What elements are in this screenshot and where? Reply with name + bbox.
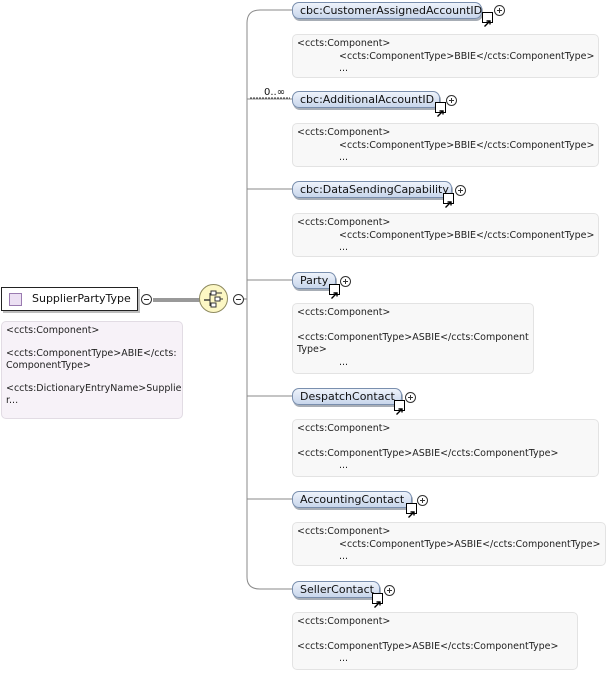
element-name: cbc:AdditionalAccountID	[300, 93, 435, 106]
reference-arrow-icon	[394, 400, 405, 415]
element-party[interactable]: Party	[292, 272, 336, 289]
annotation-line: <ccts:DictionaryEntryName>Supplie	[6, 383, 182, 394]
collapse-root-icon[interactable]	[141, 294, 152, 305]
annotation-line: ...	[339, 551, 349, 562]
element-data-sending-capability[interactable]: cbc:DataSendingCapability	[292, 181, 452, 198]
element-seller-contact[interactable]: SellerContact	[292, 581, 380, 598]
element-annotation: <ccts:Component> <ccts:ComponentType>BBI…	[292, 123, 599, 167]
reference-arrow-icon	[435, 102, 446, 117]
expand-icon[interactable]	[417, 495, 428, 506]
annotation-line: <ccts:Component>	[6, 325, 100, 336]
element-annotation: <ccts:Component> <ccts:ComponentType>ASB…	[292, 522, 606, 566]
annotation-line: <ccts:Component>	[297, 307, 391, 318]
annotation-line: <ccts:ComponentType>BBIE</ccts:Component…	[339, 50, 595, 62]
sequence-icon	[204, 290, 223, 308]
element-name: Party	[300, 274, 329, 287]
annotation-line: ComponentType>	[6, 360, 91, 371]
annotation-line: <ccts:Component>	[297, 127, 391, 138]
expand-icon[interactable]	[405, 392, 416, 403]
annotation-line: <ccts:ComponentType>ABIE</ccts:	[6, 348, 177, 359]
annotation-line: ...	[339, 653, 349, 664]
annotation-line: <ccts:Component>	[297, 526, 391, 537]
annotation-line: Type>	[297, 344, 327, 355]
reference-arrow-icon	[443, 193, 454, 208]
element-name: cbc:CustomerAssignedAccountID	[300, 4, 483, 17]
element-name: SellerContact	[300, 583, 374, 596]
element-annotation: <ccts:Component> <ccts:ComponentType>ASB…	[292, 303, 534, 374]
element-name: AccountingContact	[300, 493, 405, 506]
annotation-line: ...	[339, 242, 349, 253]
root-annotation: <ccts:Component> <ccts:ComponentType>ABI…	[1, 321, 183, 419]
annotation-line: <ccts:Component>	[297, 423, 391, 434]
annotation-line: ...	[339, 152, 349, 163]
annotation-line: <ccts:ComponentType>BBIE</ccts:Component…	[339, 229, 595, 241]
expand-icon[interactable]	[494, 5, 505, 16]
collapse-sequence-icon[interactable]	[233, 294, 244, 305]
annotation-line: ...	[339, 460, 349, 471]
element-additional-account-id[interactable]: cbc:AdditionalAccountID	[292, 91, 440, 108]
annotation-line: <ccts:ComponentType>ASBIE</ccts:Componen…	[297, 331, 529, 343]
reference-arrow-icon	[329, 284, 340, 299]
reference-arrow-icon	[372, 593, 383, 608]
expand-icon[interactable]	[340, 276, 351, 287]
element-annotation: <ccts:Component> <ccts:ComponentType>ASB…	[292, 612, 578, 670]
annotation-line: <ccts:Component>	[297, 616, 391, 627]
element-annotation: <ccts:Component> <ccts:ComponentType>ASB…	[292, 419, 599, 477]
annotation-line: <ccts:Component>	[297, 38, 391, 49]
root-element-box[interactable]: SupplierPartyType	[1, 287, 138, 311]
element-despatch-contact[interactable]: DespatchContact	[292, 388, 402, 405]
annotation-line: ...	[339, 356, 349, 368]
element-annotation: <ccts:Component> <ccts:ComponentType>BBI…	[292, 213, 599, 257]
annotation-line: <ccts:ComponentType>BBIE</ccts:Component…	[339, 139, 595, 151]
expand-icon[interactable]	[384, 585, 395, 596]
annotation-line: <ccts:ComponentType>ASBIE</ccts:Componen…	[339, 538, 601, 550]
element-accounting-contact[interactable]: AccountingContact	[292, 491, 412, 508]
element-annotation: <ccts:Component> <ccts:ComponentType>BBI…	[292, 34, 599, 78]
annotation-line: <ccts:ComponentType>ASBIE</ccts:Componen…	[297, 447, 559, 459]
reference-arrow-icon	[406, 503, 417, 518]
annotation-line: r...	[6, 395, 19, 406]
element-name: DespatchContact	[300, 390, 395, 403]
element-name: cbc:DataSendingCapability	[300, 183, 449, 196]
multiplicity-label: 0..∞	[264, 87, 286, 98]
complex-type-icon	[9, 293, 22, 306]
annotation-line: ...	[339, 63, 349, 74]
expand-icon[interactable]	[455, 185, 466, 196]
root-element-name: SupplierPartyType	[32, 292, 131, 305]
reference-arrow-icon	[482, 12, 493, 27]
annotation-line: <ccts:ComponentType>ASBIE</ccts:Componen…	[297, 640, 559, 652]
expand-icon[interactable]	[446, 95, 457, 106]
sequence-compositor[interactable]	[199, 284, 228, 313]
element-customer-assigned-account-id[interactable]: cbc:CustomerAssignedAccountID	[292, 2, 482, 19]
annotation-line: <ccts:Component>	[297, 217, 391, 228]
